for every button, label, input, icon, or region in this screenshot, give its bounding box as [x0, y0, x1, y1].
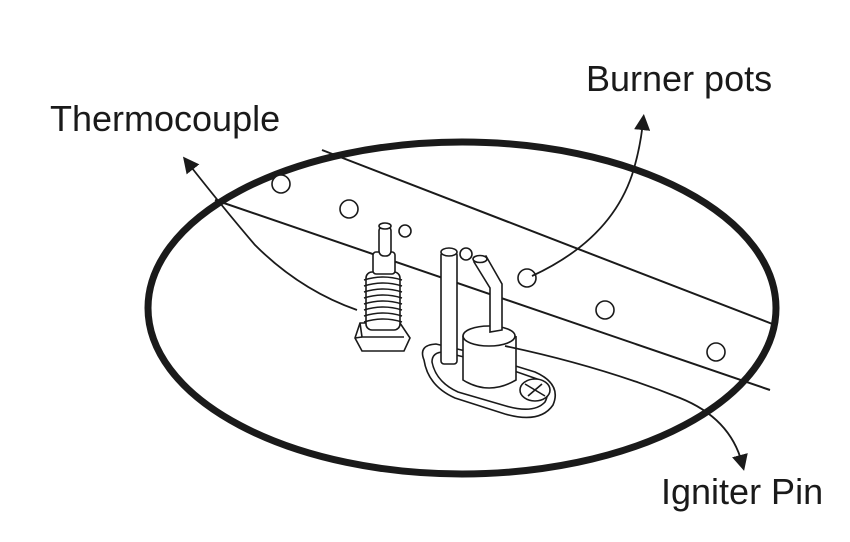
thermocouple-leader: [182, 156, 358, 311]
igniter-part: [421, 247, 557, 419]
thermocouple-part: [354, 222, 411, 352]
burner-pot: [398, 224, 412, 238]
burner-pot: [271, 174, 291, 194]
burner-pot: [459, 247, 473, 261]
burner-pots-leader: [531, 113, 651, 277]
burner-pot: [517, 268, 537, 288]
burner-pot: [595, 300, 615, 320]
burner-pots-label: Burner pots: [586, 58, 773, 99]
burner-pot-holes: [271, 174, 726, 362]
burner-tray-outline: [144, 138, 780, 478]
burner-pot: [339, 199, 359, 219]
burner-pot: [706, 342, 726, 362]
igniter-pin-label: Igniter Pin: [661, 471, 824, 512]
igniter-pin-leader: [504, 345, 748, 471]
thermocouple-label: Thermocouple: [50, 98, 281, 139]
